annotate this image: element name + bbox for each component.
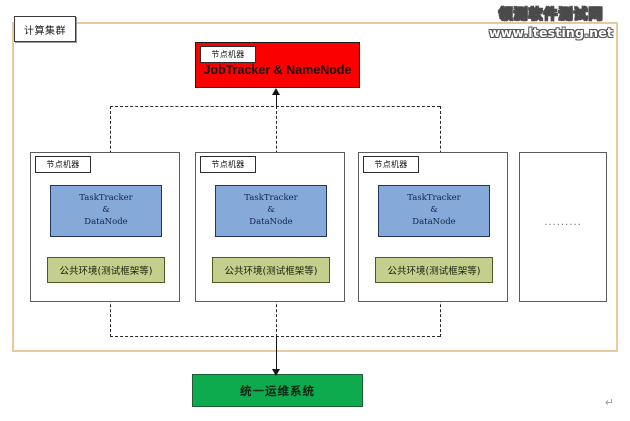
service-line-1: TaskTracker (244, 193, 298, 204)
master-node-box[interactable]: 节点机器 JobTracker & NameNode (195, 42, 360, 88)
service-line-3: DataNode (84, 216, 128, 227)
env-box-common-environment[interactable]: 公共环境(测试框架等) (375, 257, 493, 283)
env-box-common-environment[interactable]: 公共环境(测试框架等) (212, 257, 330, 283)
env-box-common-environment[interactable]: 公共环境(测试框架等) (47, 257, 165, 283)
watermark-title: 领测软件测试网 (498, 7, 604, 24)
ops-system-label: 统一运维系统 (240, 383, 315, 398)
service-box-tasktracker-datanode[interactable]: TaskTracker & DataNode (50, 185, 162, 237)
connector-master-line (276, 95, 277, 108)
service-line-3: DataNode (249, 216, 293, 227)
node-tab-label: 节点机器 (35, 156, 91, 173)
cluster-title-label: 计算集群 (14, 16, 76, 42)
node-tab-label: 节点机器 (363, 156, 419, 173)
service-line-1: TaskTracker (407, 193, 461, 204)
connector-master-arrow (272, 88, 280, 95)
ops-system-box[interactable]: 统一运维系统 (192, 374, 363, 407)
more-nodes-ellipsis: ......... (544, 217, 582, 228)
service-line-2: & (267, 205, 275, 216)
master-node-label: JobTracker & NameNode (203, 63, 352, 77)
bus-bottom-rail (110, 336, 440, 337)
bus-top-rail (110, 106, 440, 107)
service-line-2: & (102, 205, 110, 216)
paragraph-mark-icon: ↵ (604, 396, 614, 409)
watermark: 领测软件测试网 www.ltesting.net (478, 4, 624, 41)
service-box-tasktracker-datanode[interactable]: TaskTracker & DataNode (215, 185, 327, 237)
node-tab-label: 节点机器 (200, 156, 256, 173)
connector-ops-line (276, 336, 277, 374)
service-line-3: DataNode (412, 216, 456, 227)
worker-node-3[interactable]: 节点机器 TaskTracker & DataNode 公共环境(测试框架等) (358, 152, 508, 302)
worker-node-placeholder: ......... (519, 152, 607, 302)
service-box-tasktracker-datanode[interactable]: TaskTracker & DataNode (378, 185, 490, 237)
connector-ops-arrow (272, 369, 280, 376)
service-line-2: & (430, 205, 438, 216)
watermark-url: www.ltesting.net (488, 25, 614, 40)
service-line-1: TaskTracker (79, 193, 133, 204)
worker-node-1[interactable]: 节点机器 TaskTracker & DataNode 公共环境(测试框架等) (30, 152, 180, 302)
worker-node-2[interactable]: 节点机器 TaskTracker & DataNode 公共环境(测试框架等) (195, 152, 345, 302)
master-node-tab-label: 节点机器 (200, 46, 256, 63)
